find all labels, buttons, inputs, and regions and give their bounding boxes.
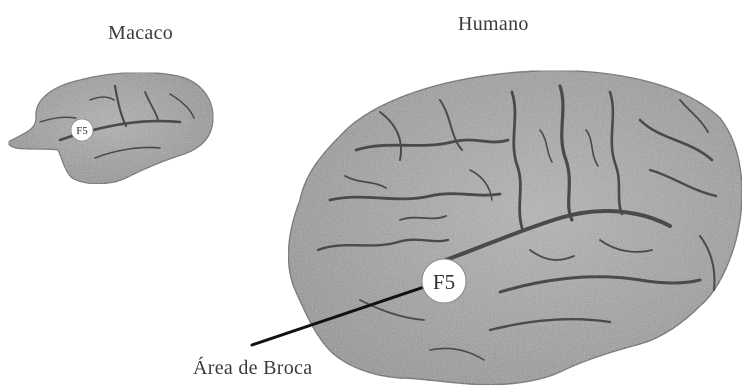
monkey-f5-marker: F5 [71,119,93,141]
monkey-brain-outline [9,73,214,184]
broca-area-label: Área de Broca [193,357,312,380]
human-f5-label: F5 [433,270,455,294]
human-label: Humano [458,13,529,36]
monkey-f5-label: F5 [76,125,88,137]
monkey-brain: F5 [9,73,214,184]
human-f5-marker: F5 [422,259,466,303]
human-brain [288,71,741,385]
monkey-label: Macaco [108,22,173,45]
